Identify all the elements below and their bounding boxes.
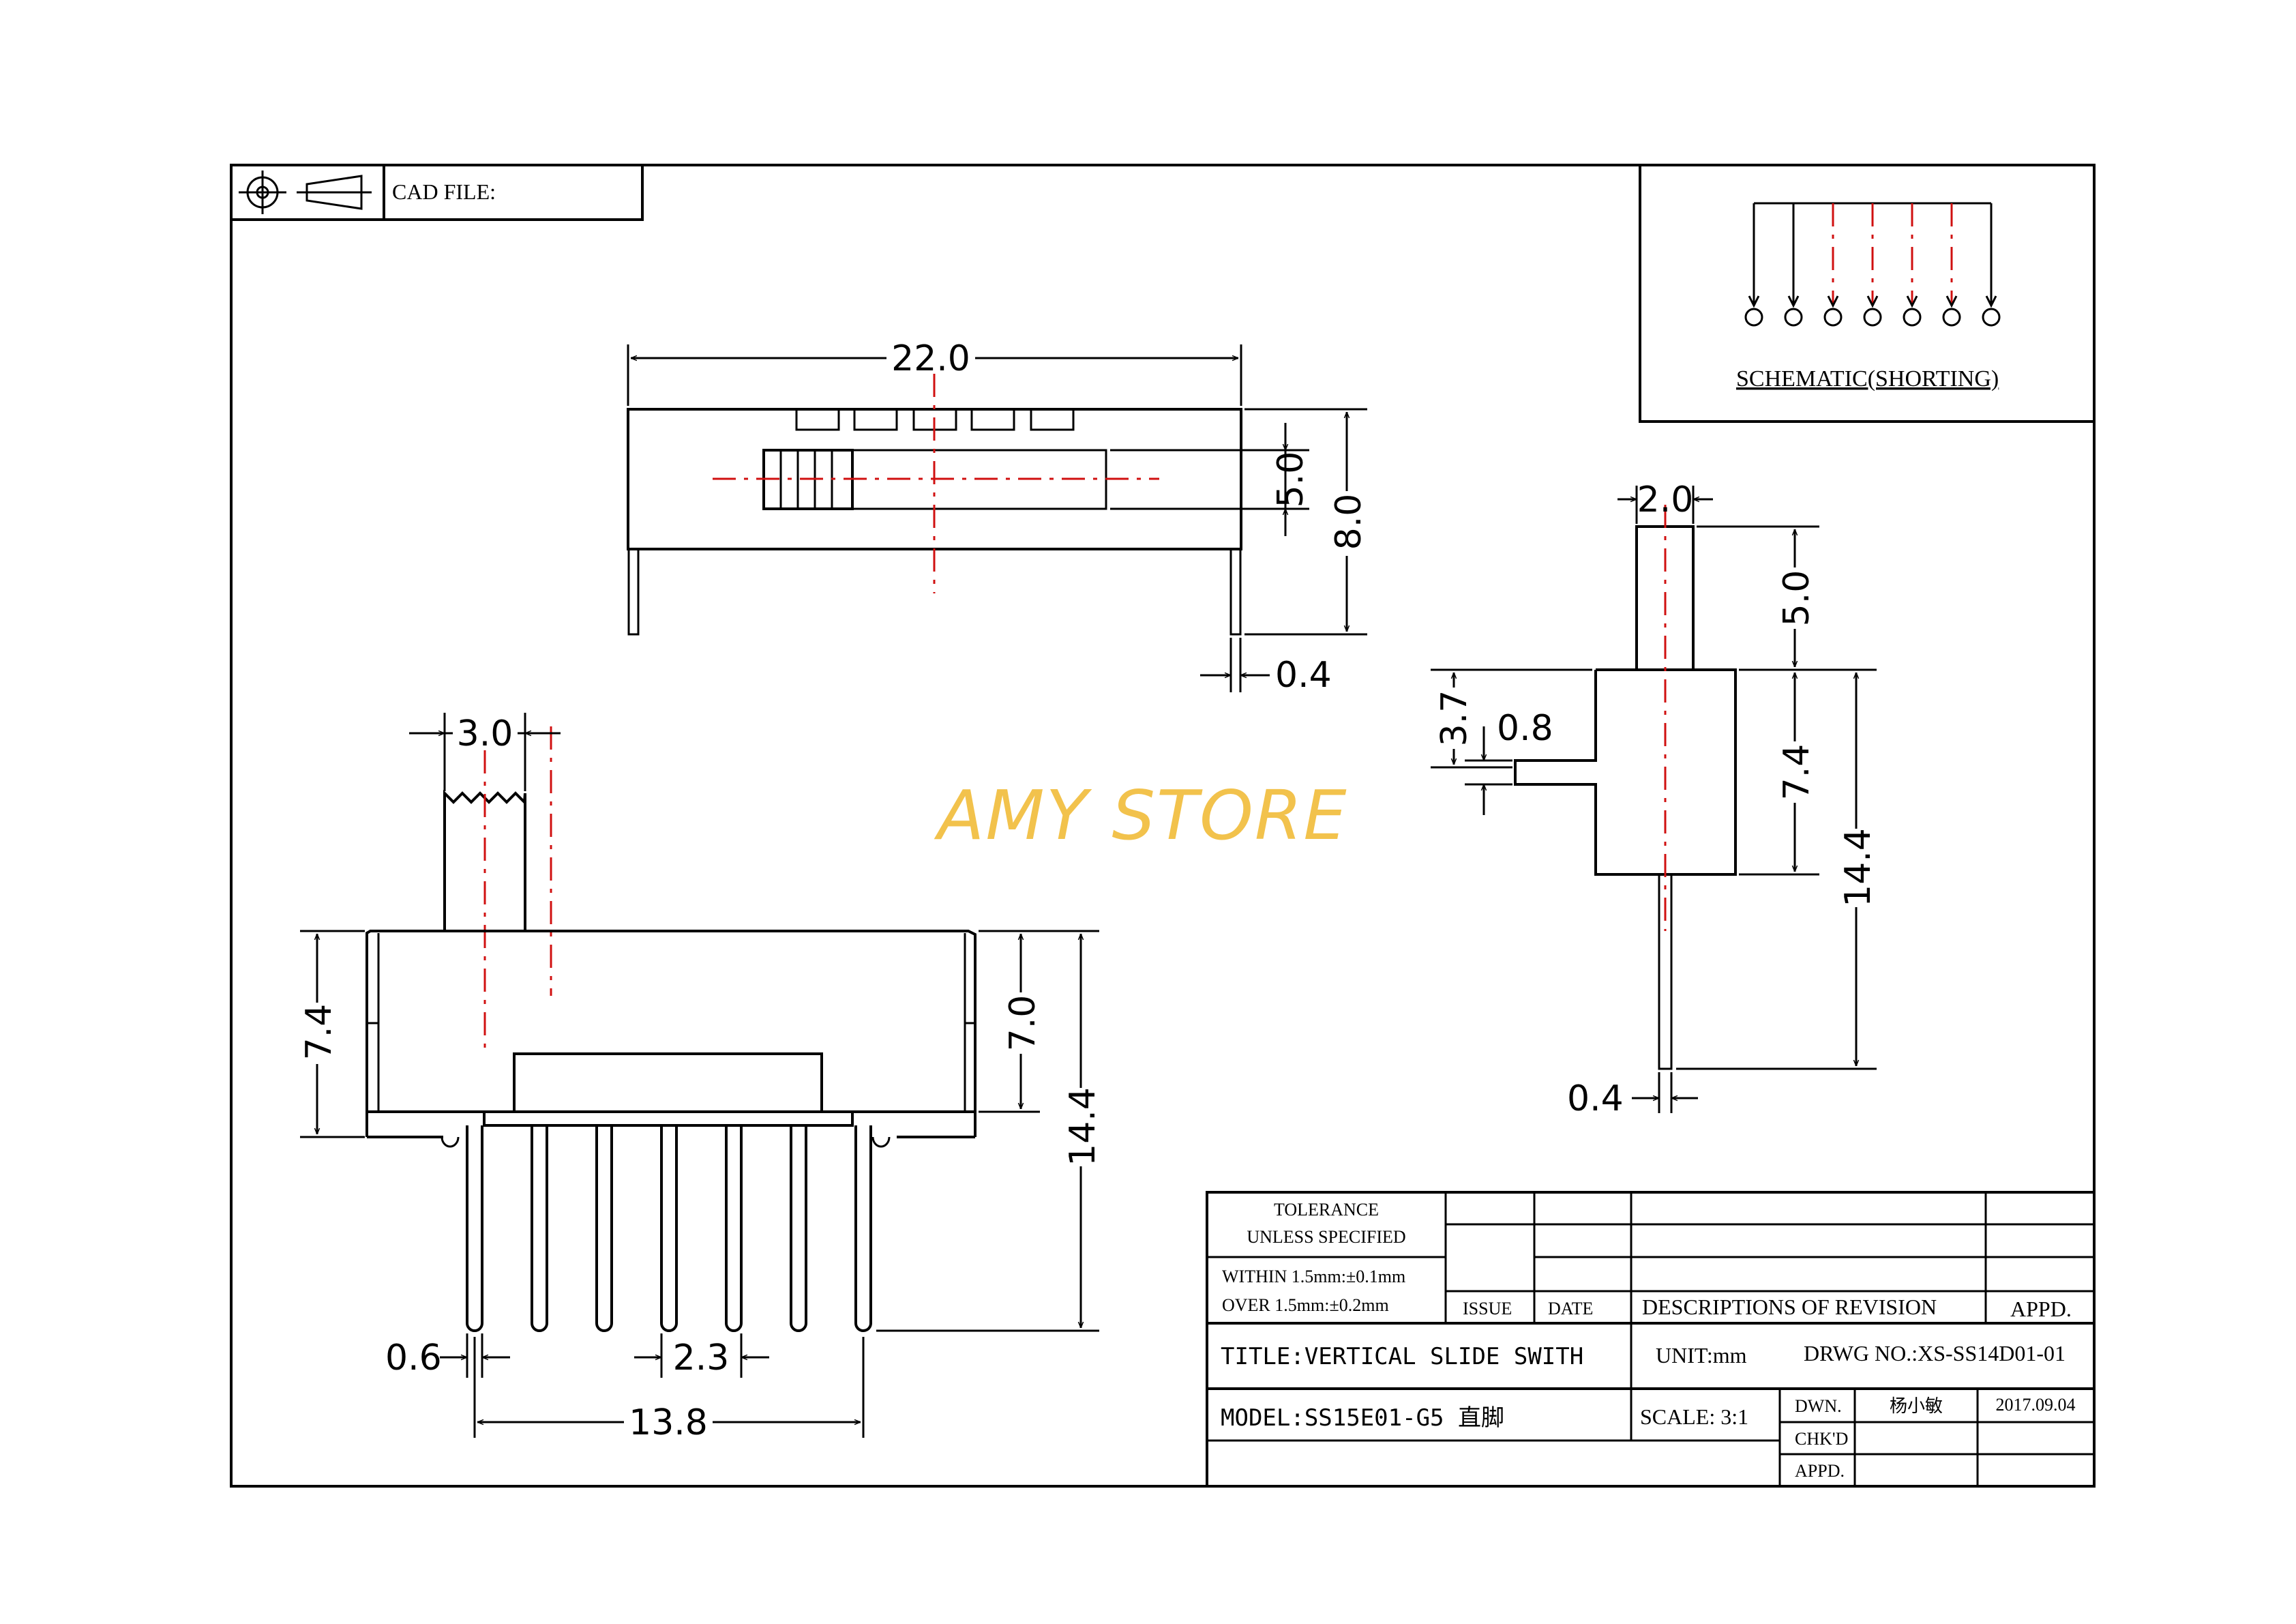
schematic-terminal [1744, 308, 1763, 327]
schematic-terminal [1863, 308, 1882, 327]
tb-drwg: DRWG NO.:XS-SS14D01-01 [1804, 1341, 2066, 1365]
watermark: AMY STORE [934, 776, 1348, 855]
dim-front-actuator-width: 3.0 [457, 713, 513, 754]
tb-drawer: 杨小敏 [1890, 1396, 1943, 1416]
schematic-label: SCHEMATIC(SHORTING) [1736, 366, 1999, 392]
dim-top-width: 22.0 [891, 338, 970, 379]
top-view: 22.0 5.0 8.0 0.4 [627, 338, 1369, 696]
tb-chkd: CHK'D [1795, 1429, 1848, 1449]
tb-unless: UNLESS SPECIFIED [1247, 1227, 1405, 1247]
front-body [366, 930, 976, 1148]
dim-side-tab-offset: 3.7 [1434, 690, 1475, 747]
dim-front-total-height: 14.4 [1062, 1087, 1103, 1166]
dim-front-pin-width: 0.6 [385, 1338, 442, 1378]
top-pin-right [1229, 548, 1242, 636]
cad-file-label: CAD FILE: [392, 179, 496, 204]
front-view: 3.0 7.4 7.0 14.4 0.6 2.3 [299, 713, 1103, 1443]
dim-top-slot-height: 5.0 [1270, 452, 1311, 508]
schematic-arrow-icon [1945, 295, 1958, 308]
tb-scale: SCALE: 3:1 [1640, 1404, 1748, 1429]
tb-unit: UNIT:mm [1656, 1343, 1747, 1368]
projection-symbol-icon [239, 171, 372, 214]
tb-tolerance: TOLERANCE [1274, 1200, 1379, 1220]
tb-within: WITHIN 1.5mm:±0.1mm [1222, 1267, 1405, 1286]
dim-front-body-height: 7.4 [299, 1004, 340, 1061]
tb-issue: ISSUE [1463, 1299, 1512, 1318]
schematic-arrow-icon [1787, 295, 1800, 308]
tb-appd2: APPD. [1795, 1461, 1845, 1481]
dim-side-actuator-width: 2.0 [1637, 479, 1694, 520]
schematic-arrow-icon [1906, 295, 1918, 308]
tb-dwn: DWN. [1795, 1396, 1842, 1416]
schematic-arrow-icon [1985, 295, 1997, 308]
drawing-frame [230, 164, 2096, 1488]
dim-side-pin-width: 0.4 [1567, 1078, 1624, 1119]
dim-side-total-height: 14.4 [1838, 828, 1879, 907]
schematic-lines [1744, 202, 2001, 327]
tb-descriptions: DESCRIPTIONS OF REVISION [1642, 1295, 1937, 1319]
dim-front-inner-height: 7.0 [1002, 995, 1043, 1052]
front-slider-block [513, 1052, 823, 1113]
schematic-arrow-icon [1827, 295, 1839, 308]
title-block: TOLERANCE UNLESS SPECIFIED WITHIN 1.5mm:… [1206, 1191, 2096, 1488]
schematic-terminal [1903, 308, 1922, 327]
tb-appd: APPD. [2010, 1297, 2072, 1321]
dim-top-total-height: 8.0 [1328, 494, 1369, 550]
front-actuator [443, 790, 526, 931]
schematic-terminal [1784, 308, 1803, 327]
cad-file-box: CAD FILE: [230, 164, 644, 221]
tb-drawn-date: 2017.09.04 [1996, 1395, 2076, 1415]
dim-top-pin-width: 0.4 [1275, 655, 1332, 696]
tb-model: MODEL:SS15E01-G5 直脚 [1221, 1404, 1504, 1432]
tb-over: OVER 1.5mm:±0.2mm [1222, 1295, 1389, 1315]
top-pin-left [627, 548, 640, 636]
side-body [1514, 668, 1737, 876]
tb-title: TITLE:VERTICAL SLIDE SWITH [1221, 1343, 1583, 1370]
schematic-terminal [1982, 308, 2001, 327]
schematic-arrow-icon [1866, 295, 1879, 308]
schematic-terminal [1823, 308, 1843, 327]
schematic-box: SCHEMATIC(SHORTING) [1639, 164, 2096, 423]
dim-side-actuator-height: 5.0 [1776, 570, 1817, 627]
dim-front-pin-span: 13.8 [629, 1402, 708, 1443]
side-view: 2.0 5.0 7.4 14.4 3.7 0.8 [1431, 479, 1879, 1119]
schematic-terminal [1942, 308, 1961, 327]
dim-side-body-height: 7.4 [1776, 744, 1817, 801]
front-pins [466, 1125, 872, 1332]
tb-date: DATE [1548, 1299, 1593, 1318]
dim-side-tab-width: 0.8 [1497, 708, 1553, 749]
dim-front-pin-pitch: 2.3 [673, 1338, 730, 1378]
schematic-arrow-icon [1748, 295, 1760, 308]
